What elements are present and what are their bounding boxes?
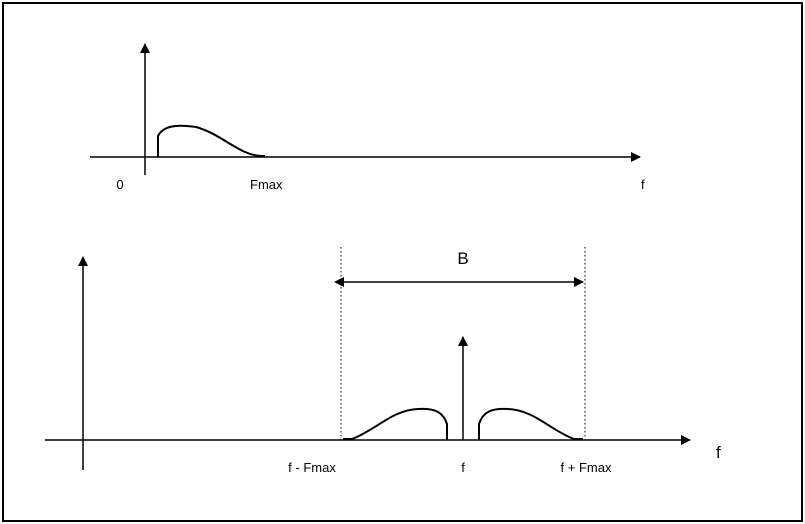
- bandwidth-label: B: [457, 249, 468, 268]
- carrier-frequency-label: f: [461, 460, 465, 475]
- upper-sideband-curve: [478, 407, 583, 440]
- baseband-spectrum-curve: [157, 124, 265, 157]
- origin-label: 0: [116, 177, 123, 192]
- upper-frequency-label: f + Fmax: [561, 460, 612, 475]
- lower-sideband-curve: [343, 407, 448, 440]
- top-axis-label: f: [641, 177, 645, 192]
- bottom-axis-label: f: [716, 443, 721, 462]
- top-spectrum: 0 Fmax f: [90, 43, 645, 192]
- lower-frequency-label: f - Fmax: [288, 460, 336, 475]
- bottom-spectrum: B f - Fmax f f + Fmax f: [45, 247, 721, 475]
- fmax-label: Fmax: [250, 177, 283, 192]
